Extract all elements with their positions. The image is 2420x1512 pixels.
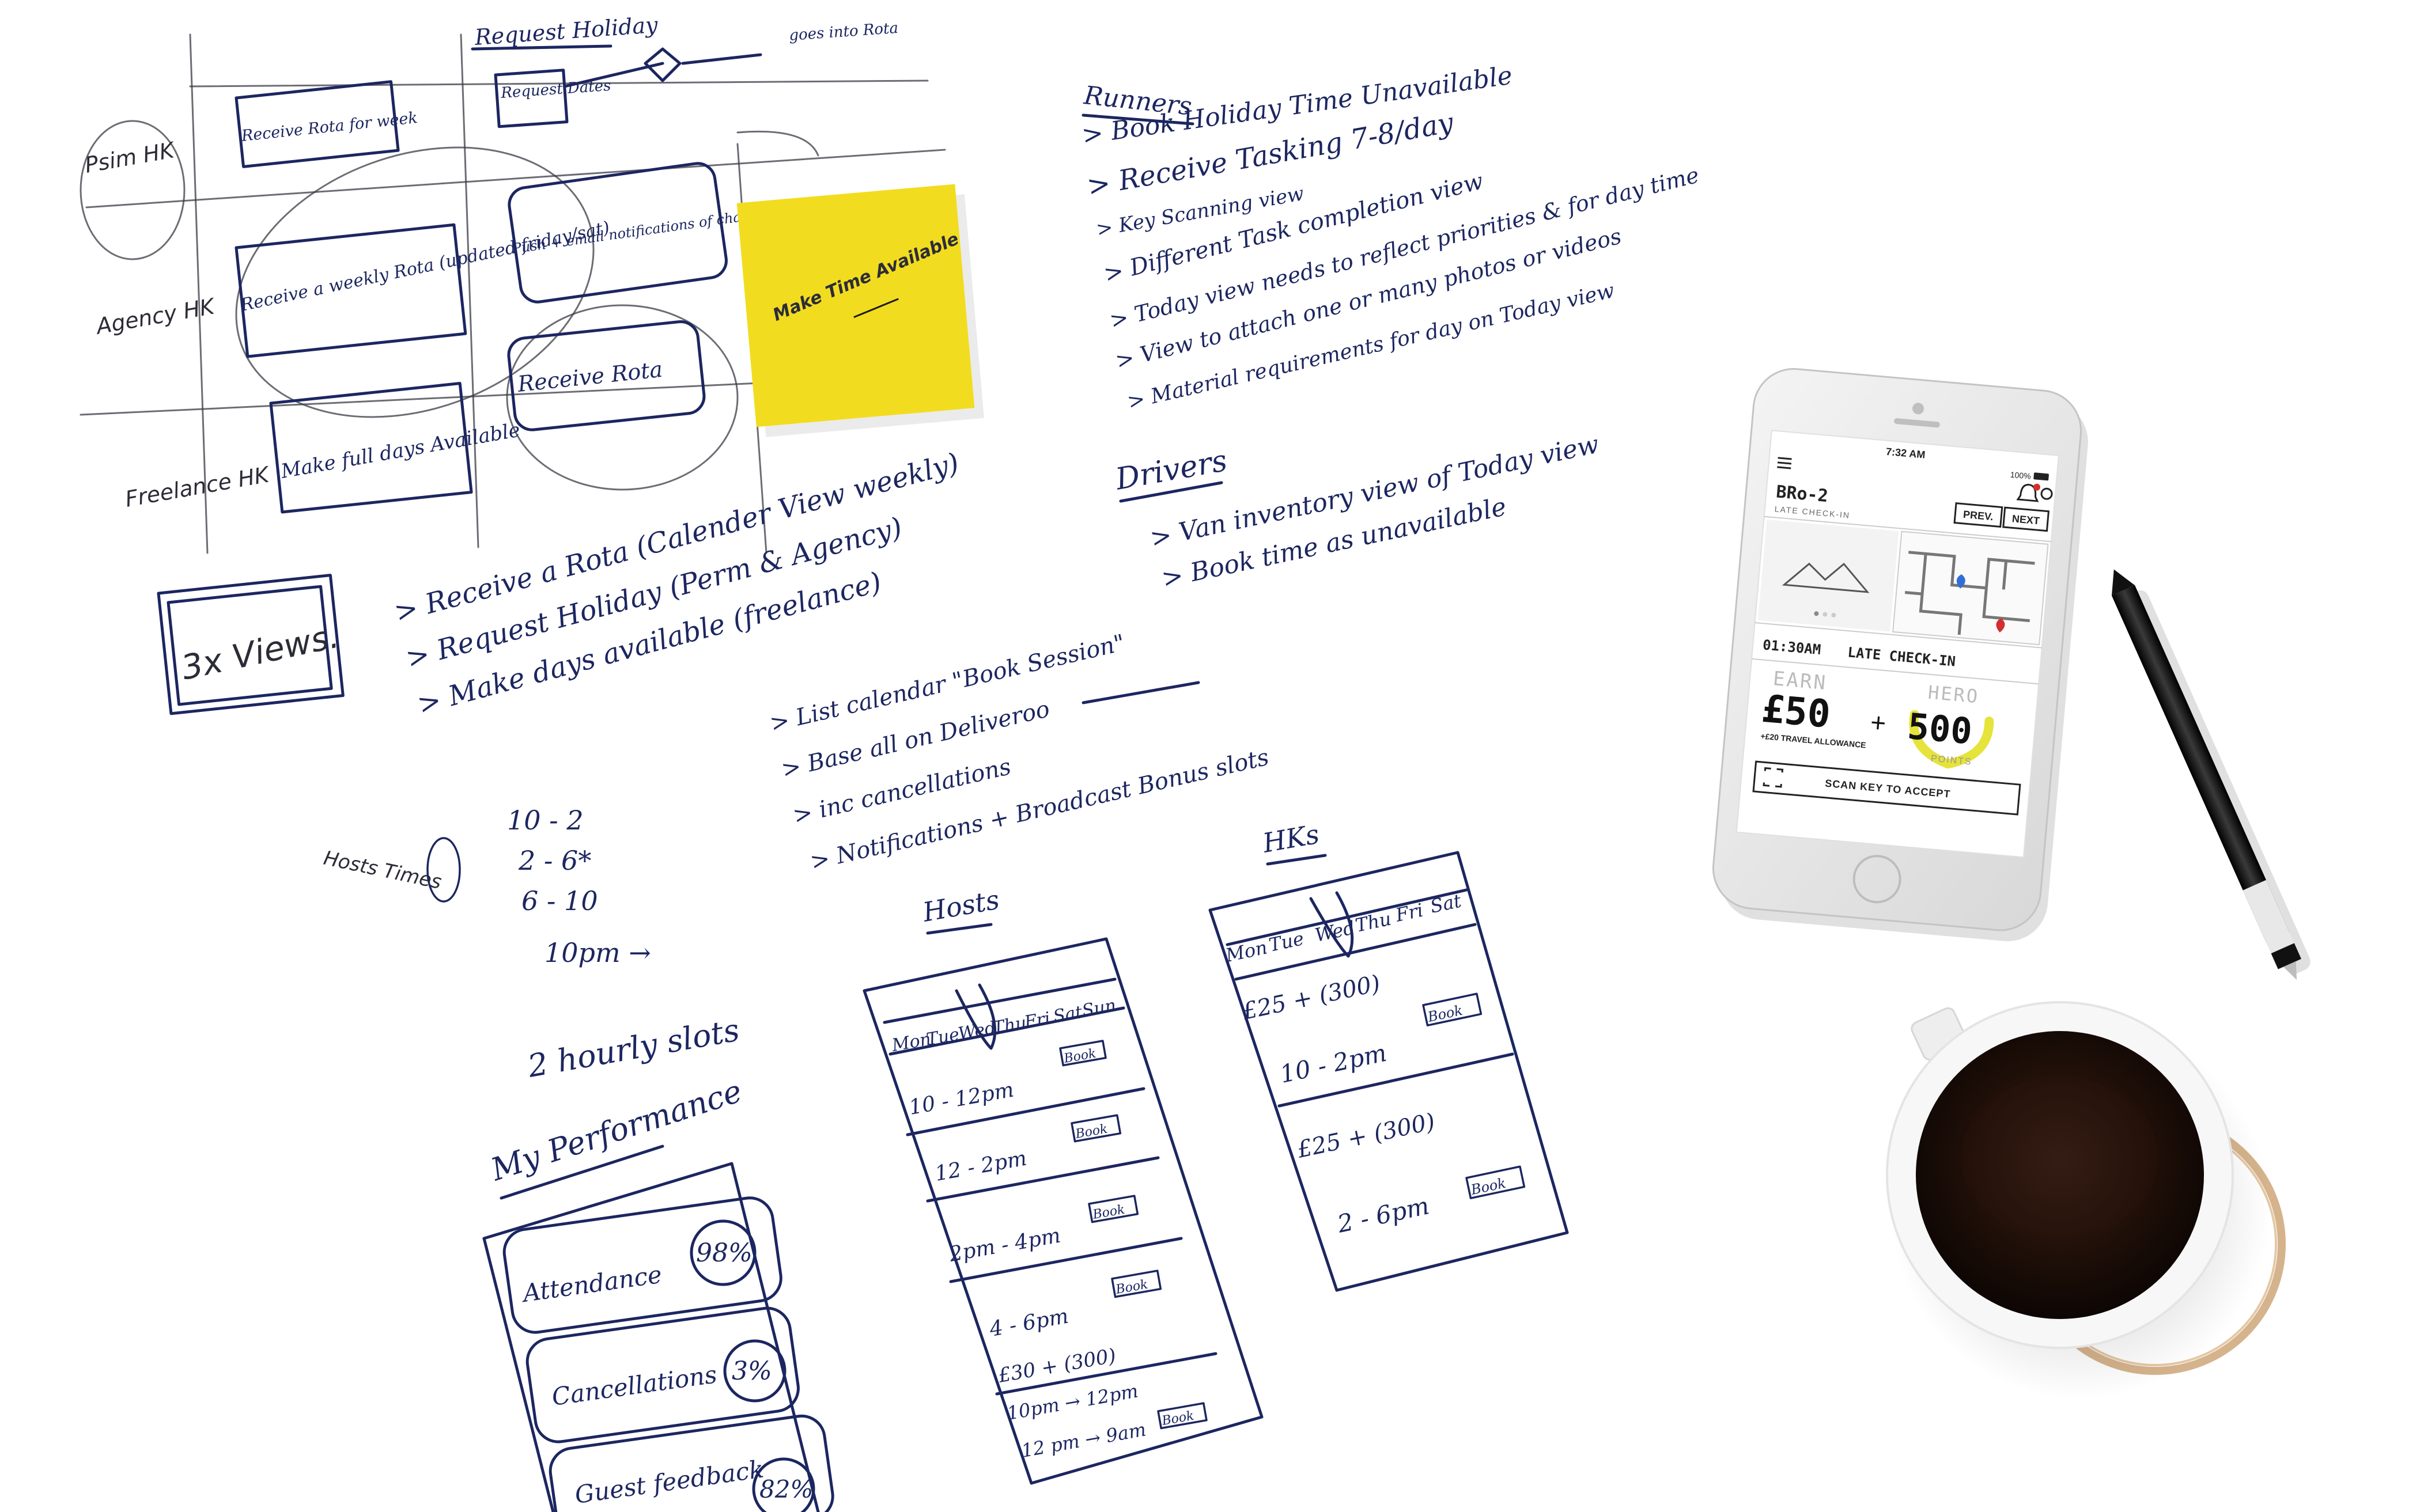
property-map[interactable] (1892, 530, 2049, 646)
prev-button[interactable]: PREV. (1953, 502, 2003, 528)
hks-row-time-1: 10 - 2pm (1277, 1039, 1389, 1089)
performance-value-attendance: 98% (696, 1238, 753, 1268)
hosts-time-1: 10 - 2 (507, 805, 584, 836)
prev-button-label: PREV. (1963, 509, 1994, 522)
three-views-label: 3x Views. (178, 616, 342, 688)
pen (2111, 569, 2311, 980)
hosts-night-action: Book (1160, 1409, 1195, 1429)
hosts-notes: > List calendar "Book Session" > Base al… (767, 630, 1272, 876)
goes-into-rota-label: goes into Rota (788, 20, 899, 44)
drivers-title: Drivers (1113, 444, 1230, 497)
my-performance-sketch: My Performance Attendance 98% Cancellati… (482, 1073, 834, 1512)
performance-label-guest-feedback: Guest feedback (573, 1454, 766, 1509)
hosts-slot-action-1: Book (1062, 1047, 1097, 1067)
hosts-time-3: 6 - 10 (521, 885, 598, 916)
hks-row-2: £25 + (300) Book 2 - 6pm (1295, 1108, 1526, 1238)
role-psim-hk: Psim HK Receive Rota for week (83, 80, 418, 178)
hero-label: HERO (1927, 681, 1980, 708)
hosts-slot-2: 12 - 2pm Book (926, 1114, 1160, 1203)
hks-day-fri: Fri (1393, 899, 1425, 926)
request-holiday-label: Request Holiday (474, 12, 659, 50)
scan-icon (1763, 767, 1784, 788)
coffee-cup (1886, 1001, 2286, 1400)
earn-label: EARN (1772, 667, 1828, 695)
hks-day-mon: Mon (1223, 937, 1269, 967)
hks-row-1: £25 + (300) Book 10 - 2pm (1240, 970, 1514, 1108)
hosts-day-thu: Thu (991, 1013, 1028, 1039)
scan-key-button[interactable]: SCAN KEY TO ACCEPT (1752, 760, 2021, 816)
map-pin-red-icon[interactable] (1995, 618, 2005, 633)
phone-device: 7:32 AM 100% BRo-2 LATE CHECK-IN PREV. (1712, 367, 2088, 942)
hks-phone-title: HKs (1260, 818, 1322, 859)
phone-camera (1912, 403, 1924, 415)
hosts-slot-time-3: 2pm - 4pm (947, 1224, 1062, 1267)
hosts-bonus: £30 + (300) (996, 1344, 1118, 1388)
phone-battery-icon (2033, 472, 2049, 481)
hosts-day-wed: Wed (956, 1018, 997, 1044)
map-pin-blue-icon[interactable] (1956, 574, 1966, 589)
hosts-slot-action-2: Book (1074, 1122, 1109, 1142)
hosts-day-sun: Sun (1080, 995, 1117, 1021)
role-psim-hk-name: Psim HK (83, 137, 177, 178)
role-freelance-hk-box-text: Make full days Available (279, 418, 522, 483)
hosts-day-fri: Fri (1022, 1009, 1052, 1033)
performance-label-cancellations: Cancellations (550, 1360, 719, 1411)
hosts-slot-time-2: 12 - 2pm (933, 1147, 1028, 1186)
runners-notes: Runners > Book Holiday Time Unavailable … (1080, 61, 1701, 414)
hosts-times: Hosts Times 10 - 2 2 - 6* 6 - 10 10pm → … (322, 805, 742, 1085)
hero-laurel-icon (1909, 710, 1994, 769)
hks-day-thu: Thu (1353, 908, 1393, 937)
hks-row-time-2: 2 - 6pm (1334, 1191, 1432, 1238)
phone-status-battery: 100% (2010, 470, 2031, 481)
hks-day-sat: Sat (1428, 889, 1464, 917)
hosts-night-1: 10pm → 12pm (1005, 1380, 1140, 1424)
earn-plus-sign: + (1869, 707, 1887, 738)
sticky-note: Make Time Available (736, 184, 984, 437)
hamburger-menu-icon[interactable] (1777, 457, 1792, 469)
hosts-time-4: 10pm → (544, 937, 651, 968)
role-psim-hk-box-text: Receive Rota for week (240, 109, 418, 145)
hosts-day-tue: Tue (925, 1024, 961, 1049)
hosts-phone-days: Mon Tue Wed Thu Fri Sat Sun (890, 995, 1117, 1056)
property-photo-placeholder[interactable] (1758, 520, 1899, 632)
hks-row-bonus-2: £25 + (300) (1295, 1108, 1438, 1164)
hosts-slot-time-4: 4 - 6pm (987, 1305, 1070, 1342)
performance-value-cancellations: 3% (732, 1356, 772, 1386)
hosts-slots-note: 2 hourly slots (524, 1011, 742, 1085)
hosts-slot-3: 2pm - 4pm Book (947, 1195, 1183, 1283)
hks-day-tue: Tue (1267, 927, 1306, 956)
hosts-times-label: Hosts Times (322, 847, 444, 894)
hosts-time-2: 2 - 6* (518, 845, 591, 876)
notification-bell-icon[interactable] (2016, 482, 2040, 502)
hosts-day-sat: Sat (1052, 1002, 1084, 1026)
hks-phone-sketch: HKs Mon Tue Wed Thu Fri Sat £25 + (300) … (1208, 818, 1569, 1292)
hks-day-wed: Wed (1313, 916, 1357, 946)
hks-row-action-2: Book (1469, 1175, 1507, 1198)
hosts-slot-action-3: Book (1091, 1203, 1126, 1223)
earn-amount: £50 (1760, 687, 1832, 737)
hks-row-action-1: Book (1425, 1002, 1464, 1025)
profile-icon[interactable] (2040, 487, 2053, 500)
role-agency-hk-name: Agency HK (93, 293, 218, 339)
hosts-slot-1: 10 - 12pm Book (906, 1040, 1145, 1136)
role-freelance-hk: Freelance HK Make full days Available Re… (123, 320, 706, 514)
hosts-slot-4: 4 - 6pm Book (987, 1270, 1162, 1342)
phone-home-button[interactable] (1852, 854, 1902, 904)
hosts-slot-action-4: Book (1114, 1278, 1149, 1298)
next-button-label: NEXT (2011, 513, 2040, 526)
hks-row-bonus-1: £25 + (300) (1240, 970, 1383, 1025)
phone-code: BRo-2 (1775, 482, 1829, 506)
hosts-phone-sketch: Hosts Mon Tue Wed Thu Fri Sat Sun 10 - 1… (863, 884, 1264, 1485)
hero-points: 500 (1906, 705, 1974, 752)
hero-points-label: POINTS (1930, 754, 1972, 767)
role-freelance-hk-name: Freelance HK (123, 461, 273, 512)
performance-label-attendance: Attendance (519, 1260, 664, 1308)
hosts-phone-title: Hosts (920, 884, 1002, 928)
next-button[interactable]: NEXT (2002, 506, 2050, 532)
drivers-notes: Drivers > Van inventory view of Today vi… (1113, 430, 1602, 594)
performance-value-guest-feedback: 82% (759, 1475, 813, 1503)
phone-screen: 7:32 AM 100% BRo-2 LATE CHECK-IN PREV. (1735, 430, 2059, 858)
hosts-slot-time-1: 10 - 12pm (907, 1078, 1015, 1120)
